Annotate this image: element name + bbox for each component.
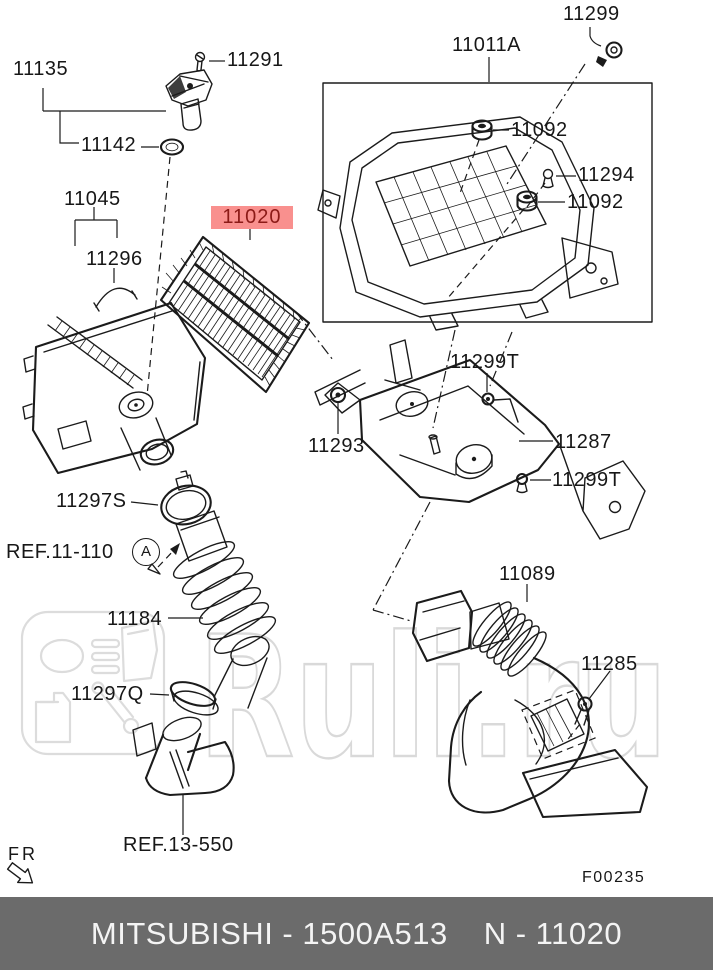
bolt-11299t-upper-icon (481, 373, 519, 423)
diagram-art: Ruli.ru (6, 27, 669, 884)
ref-balloon-a: A (132, 538, 160, 566)
label-11184[interactable]: 11184 (107, 608, 163, 630)
label-11011a[interactable]: 11011A (452, 34, 521, 56)
footer-bar: MITSUBISHI - 1500A513 N - 11020 (0, 897, 713, 970)
label-11291[interactable]: 11291 (227, 49, 284, 71)
label-11142[interactable]: 11142 (81, 134, 137, 156)
label-11294[interactable]: 11294 (578, 164, 635, 186)
footer-part-number: N - 11020 (483, 915, 623, 951)
watermark-logo-icon (20, 610, 166, 756)
label-11299t-lower[interactable]: 11299T (552, 469, 622, 491)
label-11299[interactable]: 11299 (563, 3, 620, 25)
fr-direction-arrow-icon (6, 862, 34, 884)
label-11287[interactable]: 11287 (555, 431, 612, 453)
grommet-11092-upper-icon (458, 119, 493, 197)
intake-duct-11089-art (411, 584, 649, 819)
label-11092-lower[interactable]: 11092 (567, 191, 624, 213)
maf-sensor-art (165, 69, 213, 131)
label-11020-highlighted[interactable]: 11020 (211, 206, 293, 229)
label-11285[interactable]: 11285 (581, 653, 638, 675)
label-11092-upper[interactable]: 11092 (511, 119, 568, 141)
balloon-a-pointer (147, 543, 180, 575)
label-11045[interactable]: 11045 (64, 188, 121, 210)
label-11296[interactable]: 11296 (86, 248, 143, 270)
bolt-11299-icon (506, 27, 623, 185)
fr-direction-label: FR (8, 844, 38, 864)
bolt-11285-icon (564, 670, 611, 744)
label-11089[interactable]: 11089 (499, 563, 556, 585)
clamp-11297s-icon (130, 470, 212, 526)
figure-code: F00235 (582, 869, 646, 886)
clamp-11297q-icon (149, 681, 219, 716)
grommet-11092-lower-icon (446, 190, 538, 300)
bolt-11299t-lower-icon (515, 472, 551, 494)
label-11293[interactable]: 11293 (308, 435, 365, 457)
elbow-ref-13-550-art (132, 716, 235, 835)
label-11135[interactable]: 11135 (13, 58, 69, 80)
housing-11045-art (22, 207, 207, 475)
nut-11293-icon (329, 386, 347, 434)
label-11297s[interactable]: 11297S (56, 490, 127, 512)
footer-brand-part: MITSUBISHI - 1500A513 (90, 915, 448, 951)
hose-11184-art (168, 510, 277, 709)
detail-box-11011a (322, 57, 653, 323)
bracket-11287-art (295, 311, 646, 622)
label-11299t-upper[interactable]: 11299T (450, 351, 520, 373)
air-cleaner-cover-art (317, 116, 619, 331)
ref-13-550-label: REF.13-550 (123, 834, 234, 856)
label-11297q[interactable]: 11297Q (71, 683, 144, 705)
watermark-text: Ruli.ru (198, 600, 668, 796)
leader-lines-top-left (42, 60, 225, 397)
air-filter-11020-art (159, 229, 311, 394)
bolt-11291-icon (194, 51, 206, 72)
leader-lines-box (493, 129, 576, 203)
ref-11-110-label: REF.11-110 (6, 541, 114, 563)
oring-11142-icon (159, 138, 185, 156)
